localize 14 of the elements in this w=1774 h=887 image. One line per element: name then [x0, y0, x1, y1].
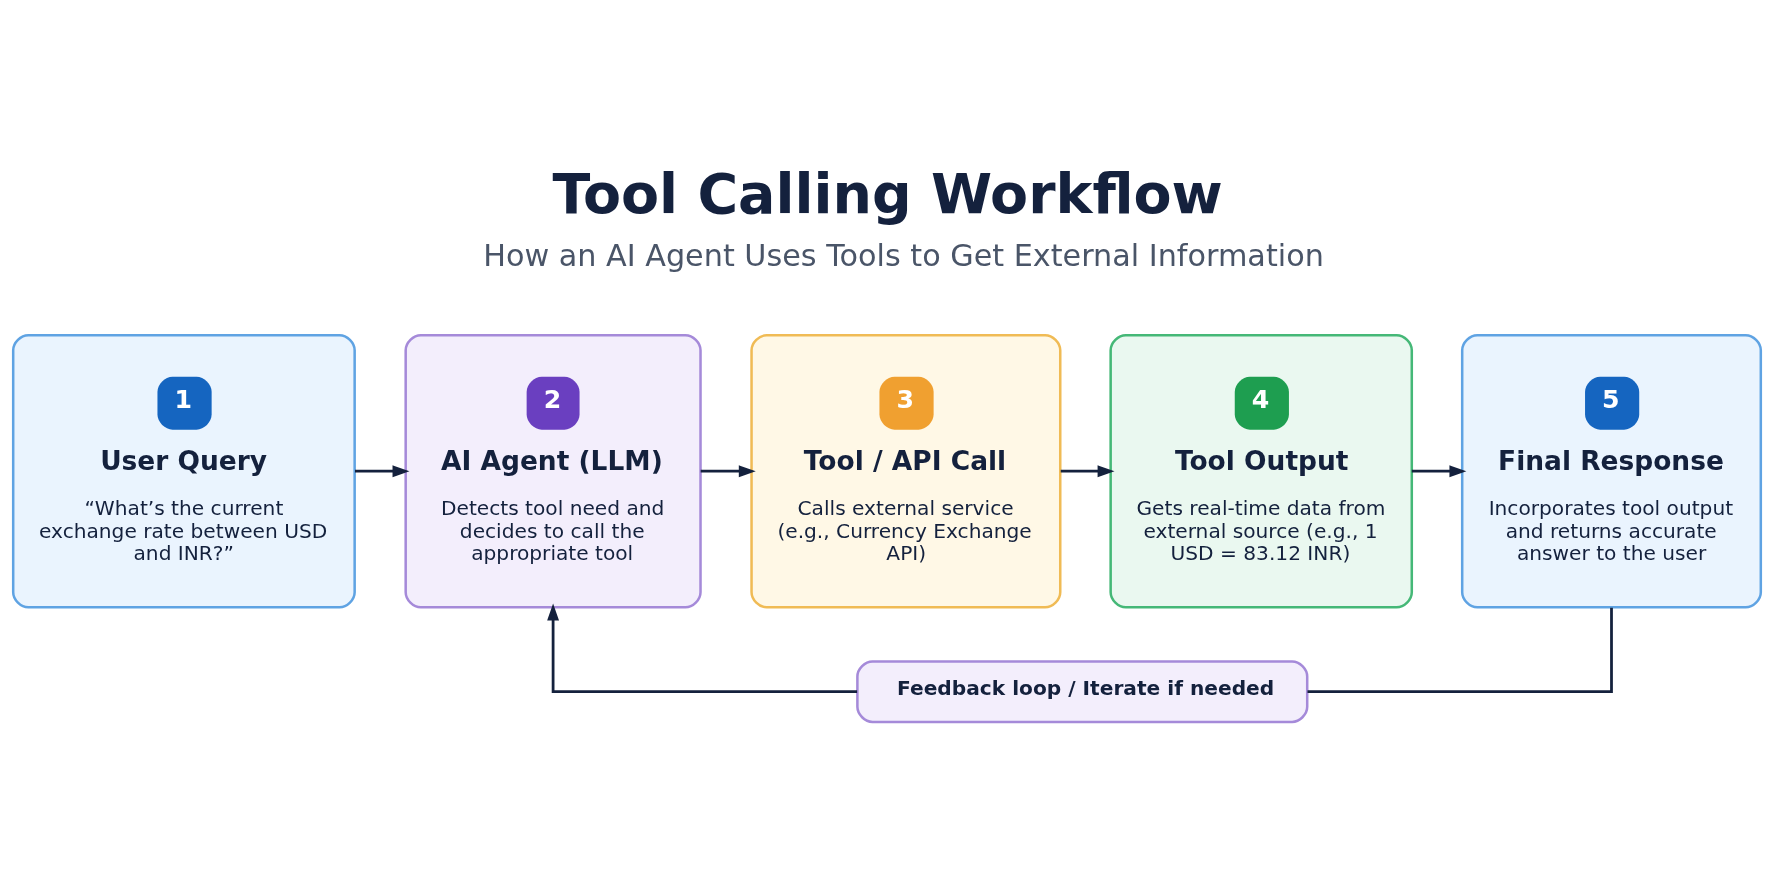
label: How an AI Agent Uses Tools to Get External Information: [483, 238, 1324, 274]
diagram-title: Tool Calling Workflow: [552, 162, 1223, 227]
connector: [1307, 607, 1613, 694]
arrow: [1060, 465, 1115, 478]
node-box: 4 Tool Output Gets real-time data from external source (e.g., 1 USD = 83.12 INR): [1109, 333, 1414, 609]
arrow: [355, 465, 410, 478]
arrow: [547, 603, 858, 694]
arrow: [700, 465, 756, 478]
node-box: 3 Tool / API Call Calls external service (e.g., Currency Exchange API): [750, 333, 1062, 609]
node-box: 2 AI Agent (LLM) Detects tool need and decides to call the appropriate tool: [404, 333, 702, 609]
node-box: Feedback loop / Iterate if needed: [856, 660, 1309, 724]
arrow: [1411, 465, 1467, 478]
node-box: 1 User Query “What’s the current exchange rate between USD and INR?”: [11, 333, 356, 609]
node-box: 5 Final Response Incorporates tool output and returns accurate answer to the user: [1460, 333, 1763, 609]
